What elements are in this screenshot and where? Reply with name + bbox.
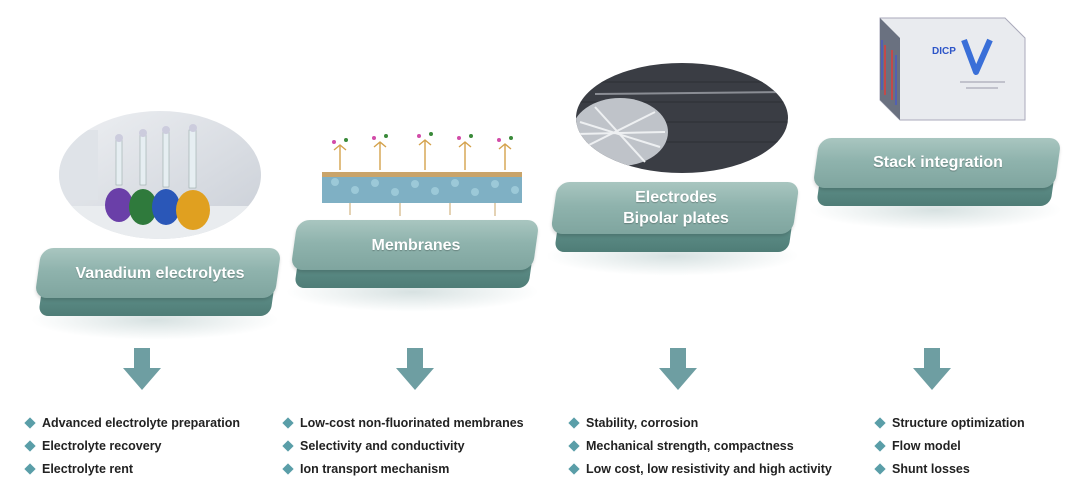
list-item-text: Electrolyte recovery [42, 439, 162, 453]
down-arrow-icon [913, 348, 951, 390]
list-item: Stability, corrosion [568, 412, 832, 435]
bullet-list-stack: Structure optimization Flow model Shunt … [874, 412, 1025, 481]
diamond-bullet-icon [568, 440, 580, 452]
bullet-list-electrodes: Stability, corrosion Mechanical strength… [568, 412, 832, 481]
list-item-text: Advanced electrolyte preparation [42, 416, 240, 430]
list-item-text: Flow model [892, 439, 961, 453]
stage-label-2: Bipolar plates [623, 210, 729, 227]
stack-brand-text: DICP [932, 46, 956, 57]
down-arrow-icon [396, 348, 434, 390]
list-item-text: Mechanical strength, compactness [586, 439, 794, 453]
down-arrow-icon [659, 348, 697, 390]
list-item: Selectivity and conductivity [282, 435, 524, 458]
diamond-bullet-icon [24, 463, 36, 475]
list-item: Flow model [874, 435, 1025, 458]
diamond-bullet-icon [568, 463, 580, 475]
list-item-text: Electrolyte rent [42, 462, 134, 476]
bullet-list-electrolytes: Advanced electrolyte preparation Electro… [24, 412, 240, 481]
list-item: Low-cost non-fluorinated membranes [282, 412, 524, 435]
stage-label: Electrodes [635, 189, 717, 206]
list-item: Ion transport mechanism [282, 458, 524, 481]
list-item: Shunt losses [874, 458, 1025, 481]
stage-label: Stack integration [873, 154, 1003, 171]
stack-module-image: DICP [879, 17, 1026, 121]
list-item-text: Stability, corrosion [586, 416, 699, 430]
list-item: Electrolyte rent [24, 458, 240, 481]
diamond-bullet-icon [874, 463, 886, 475]
stage-label: Membranes [371, 237, 461, 254]
membrane-structure-image [322, 132, 522, 216]
list-item-text: Low cost, low resistivity and high activ… [586, 462, 832, 476]
list-item-text: Shunt losses [892, 462, 970, 476]
list-item: Electrolyte recovery [24, 435, 240, 458]
diamond-bullet-icon [282, 440, 294, 452]
down-arrow-icon [123, 348, 161, 390]
stage-label: Vanadium electrolytes [75, 265, 245, 282]
diamond-bullet-icon [24, 440, 36, 452]
diamond-bullet-icon [568, 417, 580, 429]
list-item-text: Structure optimization [892, 416, 1025, 430]
diamond-bullet-icon [874, 417, 886, 429]
diamond-bullet-icon [24, 417, 36, 429]
diamond-bullet-icon [282, 417, 294, 429]
list-item: Structure optimization [874, 412, 1025, 435]
bullet-list-membranes: Low-cost non-fluorinated membranes Selec… [282, 412, 524, 481]
list-item: Advanced electrolyte preparation [24, 412, 240, 435]
electrolyte-flasks-image [59, 111, 261, 239]
list-item: Mechanical strength, compactness [568, 435, 832, 458]
list-item-text: Low-cost non-fluorinated membranes [300, 416, 524, 430]
diamond-bullet-icon [874, 440, 886, 452]
list-item-text: Selectivity and conductivity [300, 439, 465, 453]
list-item: Low cost, low resistivity and high activ… [568, 458, 832, 481]
electrode-fiber-image [576, 63, 788, 173]
diamond-bullet-icon [282, 463, 294, 475]
list-item-text: Ion transport mechanism [300, 462, 450, 476]
